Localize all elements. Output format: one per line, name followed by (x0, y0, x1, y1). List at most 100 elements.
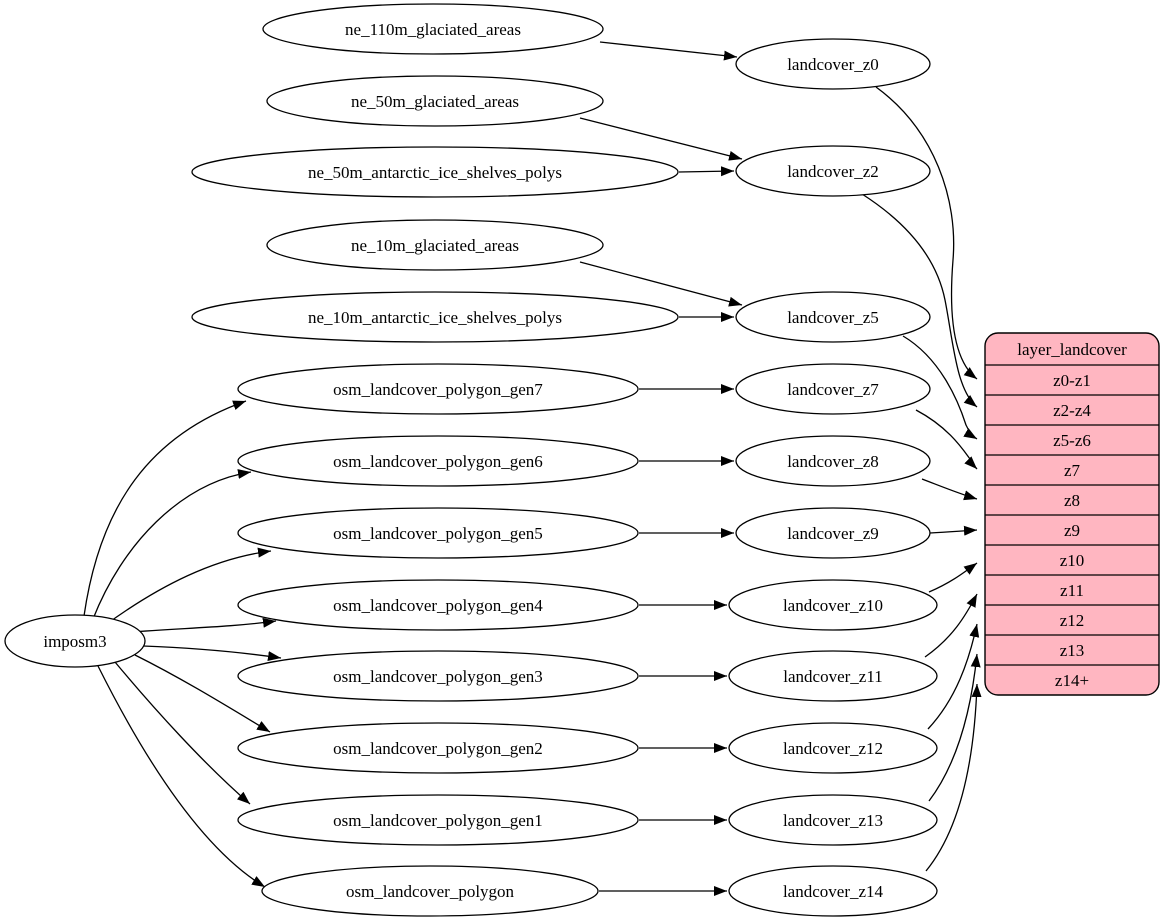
node-shape (237, 507, 639, 559)
node-landcover-z9: landcover_z9 (735, 507, 931, 559)
node-osm-landcover-polygon-gen2: osm_landcover_polygon_gen2 (237, 722, 639, 774)
node-osm-landcover-polygon-gen6: osm_landcover_polygon_gen6 (237, 435, 639, 487)
table-row-z11: z11 (1060, 581, 1084, 600)
table-row-z2-z4: z2-z4 (1053, 401, 1091, 420)
node-shape (728, 650, 938, 702)
node-shape (237, 579, 639, 631)
node-label: landcover_z14 (783, 882, 884, 901)
node-landcover-z0: landcover_z0 (735, 38, 931, 90)
edge-landcover-z12-to-row-z12 (927, 623, 980, 730)
node-label: ne_50m_glaciated_areas (351, 92, 519, 111)
table-row-z9: z9 (1064, 521, 1080, 540)
table-row-z12: z12 (1060, 611, 1085, 630)
edge-landcover-z0-to-row-z0-z1 (875, 86, 978, 380)
node-landcover-z11: landcover_z11 (728, 650, 938, 702)
node-label: ne_10m_glaciated_areas (351, 236, 519, 255)
node-ne-110m-glaciated-areas: ne_110m_glaciated_areas (262, 3, 604, 55)
node-landcover-z2: landcover_z2 (735, 145, 931, 197)
node-landcover-z7: landcover_z7 (735, 363, 931, 415)
node-label: osm_landcover_polygon_gen6 (333, 452, 543, 471)
node-label: landcover_z11 (783, 667, 882, 686)
edge-imposm3-to-polygon (97, 665, 266, 888)
node-osm-landcover-polygon: osm_landcover_polygon (261, 865, 599, 917)
edge-landcover-z8-to-row-z8 (921, 478, 978, 501)
node-label: osm_landcover_polygon (346, 882, 515, 901)
edge-imposm3-to-gen4 (119, 617, 277, 634)
node-label: landcover_z8 (787, 452, 879, 471)
edge-imposm3-to-gen1 (114, 661, 251, 805)
node-label: landcover_z9 (787, 524, 879, 543)
layer-landcover-table: layer_landcover z0-z1 z2-z4 z5-z6 z7 z8 … (984, 332, 1160, 696)
node-shape (237, 650, 639, 702)
node-label: landcover_z13 (783, 811, 883, 830)
edge-ne50m-antarctic-to-landcover-z2 (678, 166, 735, 177)
edge-ne110m-to-landcover-z0 (599, 41, 738, 61)
node-ne-50m-antarctic-ice-shelves-polys: ne_50m_antarctic_ice_shelves_polys (191, 146, 679, 198)
node-shape (266, 219, 604, 271)
edge-landcover-z10-to-row-z10 (928, 562, 978, 593)
node-imposm3-label: imposm3 (43, 632, 106, 651)
node-shape (735, 145, 931, 197)
node-shape (237, 363, 639, 415)
table-row-z8: z8 (1064, 491, 1080, 510)
node-label: landcover_z10 (783, 596, 883, 615)
edge-imposm3-to-gen7 (83, 400, 247, 617)
edge-imposm3-to-gen6 (92, 469, 252, 620)
node-label: osm_landcover_polygon_gen2 (333, 739, 543, 758)
node-shape (728, 579, 938, 631)
node-shape (735, 291, 931, 343)
node-label: osm_landcover_polygon_gen4 (333, 596, 543, 615)
edge-landcover-z5-to-row-z5-z6 (902, 335, 978, 440)
node-osm-landcover-polygon-gen1: osm_landcover_polygon_gen1 (237, 794, 639, 846)
node-landcover-z10: landcover_z10 (728, 579, 938, 631)
node-label: landcover_z0 (787, 55, 879, 74)
node-shape (735, 38, 931, 90)
edge-landcover-z14-to-row-z14plus (925, 683, 982, 872)
node-shape (728, 722, 938, 774)
edge-imposm3-to-gen2 (134, 654, 271, 733)
node-landcover-z13: landcover_z13 (728, 794, 938, 846)
node-osm-landcover-polygon-gen7: osm_landcover_polygon_gen7 (237, 363, 639, 415)
node-shape (735, 435, 931, 487)
node-label: osm_landcover_polygon_gen1 (333, 811, 543, 830)
node-shape (735, 363, 931, 415)
node-label: landcover_z7 (787, 380, 879, 399)
edge-imposm3-to-gen5 (103, 547, 272, 627)
node-imposm3-shape (4, 614, 146, 668)
node-shape (237, 794, 639, 846)
node-label: ne_110m_glaciated_areas (345, 20, 521, 39)
edges (83, 41, 982, 896)
node-label: landcover_z5 (787, 308, 879, 327)
node-imposm3: imposm3 (4, 614, 146, 668)
node-label: osm_landcover_polygon_gen7 (333, 380, 543, 399)
table-row-z13: z13 (1060, 641, 1085, 660)
node-shape (261, 865, 599, 917)
table-row-z14plus: z14+ (1055, 671, 1089, 690)
node-shape (262, 3, 604, 55)
node-shape (728, 865, 938, 917)
node-shape (735, 507, 931, 559)
table-row-z0-z1: z0-z1 (1053, 371, 1091, 390)
node-shape (728, 794, 938, 846)
node-shape (191, 291, 679, 343)
node-osm-landcover-polygon-gen4: osm_landcover_polygon_gen4 (237, 579, 639, 631)
node-landcover-z5: landcover_z5 (735, 291, 931, 343)
node-ne-50m-glaciated-areas: ne_50m_glaciated_areas (266, 75, 604, 127)
edge-imposm3-to-gen3 (142, 645, 282, 662)
table-row-z5-z6: z5-z6 (1053, 431, 1091, 450)
edge-landcover-z7-to-row-z7 (915, 409, 978, 470)
node-ne-10m-antarctic-ice-shelves-polys: ne_10m_antarctic_ice_shelves_polys (191, 291, 679, 343)
node-shape (191, 146, 679, 198)
table-title: layer_landcover (1017, 340, 1127, 359)
edge-ne10m-glaciated-to-landcover-z5 (579, 261, 743, 307)
edge-landcover-z2-to-row-z2-z4 (861, 193, 978, 408)
node-landcover-z14: landcover_z14 (728, 865, 938, 917)
node-shape (266, 75, 604, 127)
edge-ne50m-glaciated-to-landcover-z2 (579, 117, 743, 161)
node-label: landcover_z12 (783, 739, 883, 758)
edge-landcover-z13-to-row-z13 (928, 653, 981, 802)
node-osm-landcover-polygon-gen3: osm_landcover_polygon_gen3 (237, 650, 639, 702)
table-row-z7: z7 (1064, 461, 1081, 480)
node-label: osm_landcover_polygon_gen5 (333, 524, 543, 543)
